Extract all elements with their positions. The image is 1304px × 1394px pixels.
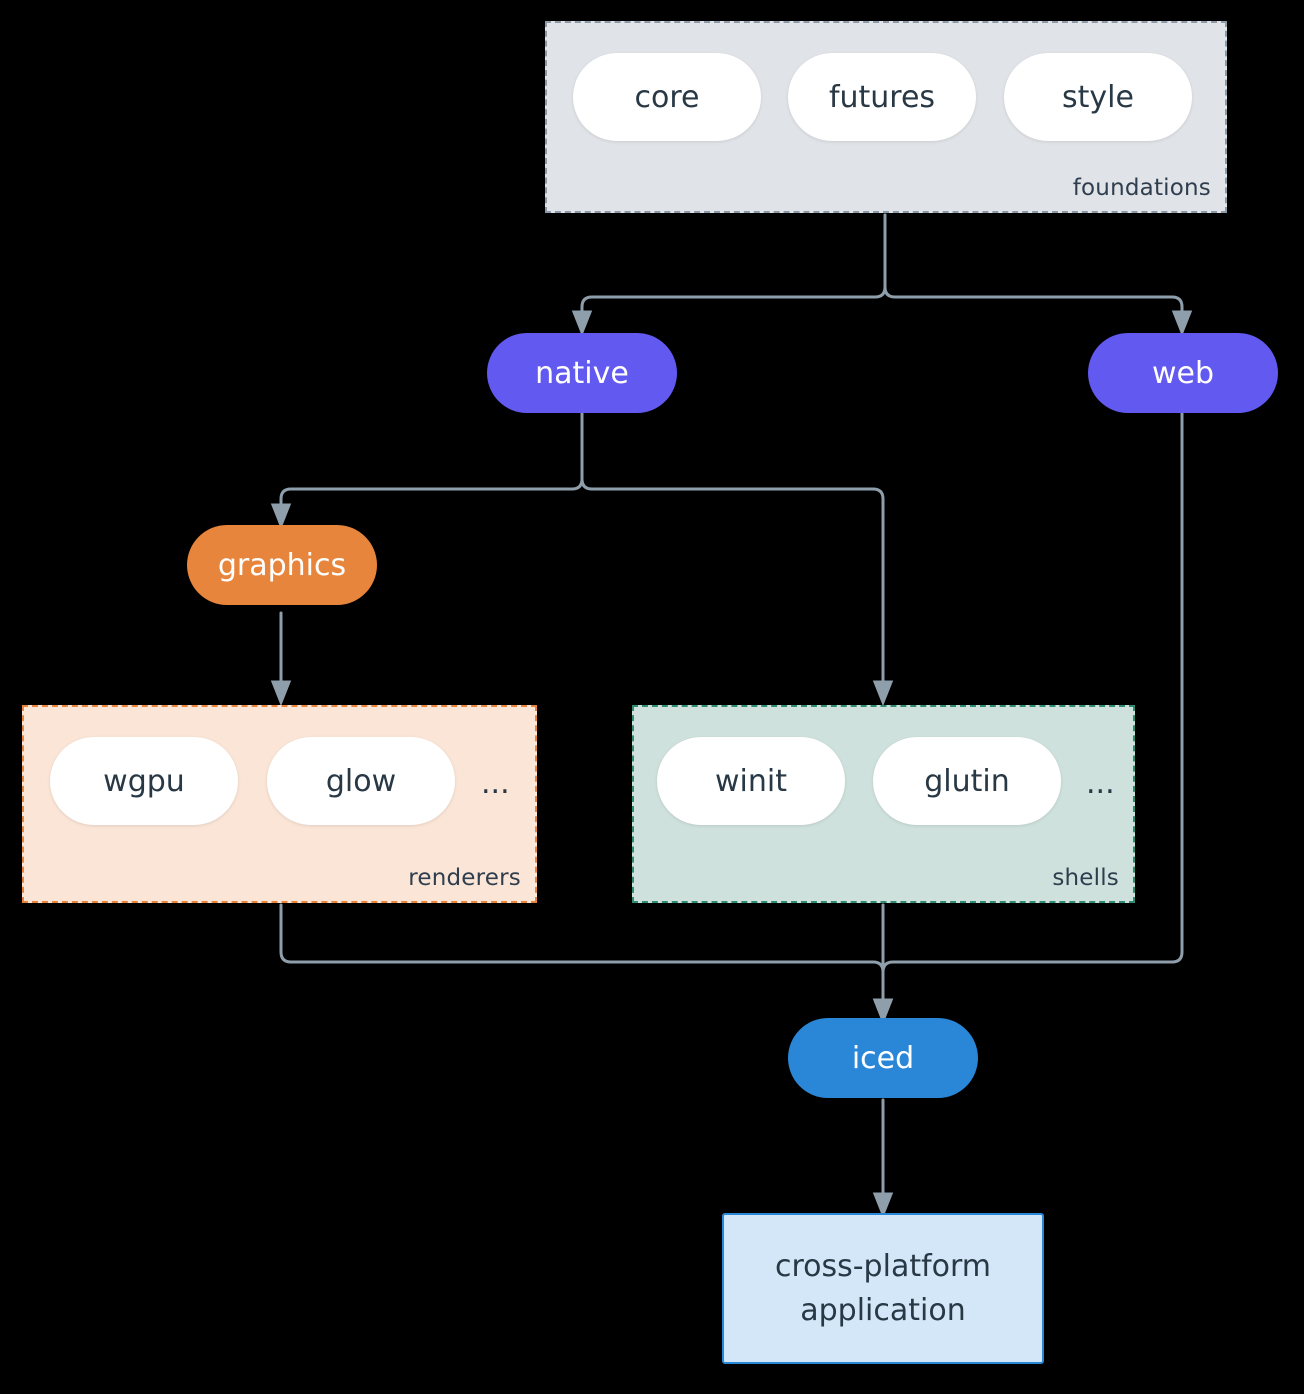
node-glutin[interactable]: glutin (873, 737, 1061, 825)
node-style-label: style (1062, 79, 1134, 115)
renderers-overflow-ellipsis: ... (481, 766, 510, 801)
application-label-line1: cross-platform (774, 1249, 992, 1284)
node-glow[interactable]: glow (267, 737, 455, 825)
node-core-label: core (634, 79, 700, 115)
cluster-renderers-label: renderers (408, 865, 521, 891)
node-web-label: web (1151, 355, 1215, 391)
node-iced[interactable]: iced (788, 1018, 978, 1098)
edge-native-shells (580, 411, 894, 707)
node-web[interactable]: web (1088, 333, 1278, 413)
node-winit-label: winit (715, 763, 787, 799)
node-core[interactable]: core (573, 53, 761, 141)
cluster-foundations-label: foundations (1072, 175, 1211, 201)
node-wgpu-label: wgpu (103, 763, 185, 799)
edge-foundations-native (571, 213, 887, 337)
node-winit[interactable]: winit (657, 737, 845, 825)
cluster-shells-label: shells (1052, 865, 1119, 891)
node-futures[interactable]: futures (788, 53, 976, 141)
node-glutin-label: glutin (924, 763, 1010, 799)
edge-foundations-web (883, 213, 1193, 337)
node-glow-label: glow (325, 763, 397, 799)
node-graphics[interactable]: graphics (187, 525, 377, 605)
node-native-label: native (535, 355, 629, 391)
application-label-line2: application (800, 1292, 966, 1328)
edge-native-graphics (270, 411, 584, 530)
node-futures-label: futures (828, 79, 936, 115)
edge-renderers-iced (279, 903, 894, 1025)
shells-overflow-ellipsis: ... (1086, 766, 1115, 801)
node-native[interactable]: native (487, 333, 677, 413)
node-graphics-label: graphics (217, 547, 347, 583)
node-cross-platform-application[interactable]: cross-platform application (722, 1213, 1044, 1364)
node-style[interactable]: style (1004, 53, 1192, 141)
node-wgpu[interactable]: wgpu (50, 737, 238, 825)
node-iced-label: iced (851, 1040, 915, 1076)
